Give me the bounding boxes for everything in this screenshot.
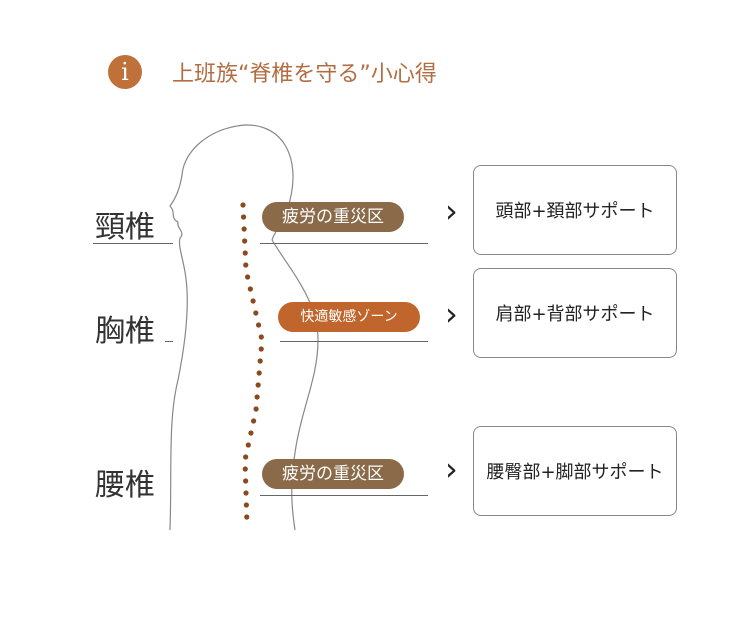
spine-dot xyxy=(256,370,262,376)
divider xyxy=(93,243,173,244)
spine-dot xyxy=(242,250,248,256)
spine-dot xyxy=(247,286,253,292)
spine-dot xyxy=(245,442,251,448)
spine-dot xyxy=(258,346,264,352)
spine-dot xyxy=(250,418,257,424)
spine-dot xyxy=(255,322,262,328)
spine-dot xyxy=(244,514,250,520)
chevron-right-icon: › xyxy=(445,295,458,333)
divider xyxy=(165,341,173,342)
support-box-thoracic: 肩部+背部サポート xyxy=(473,268,677,358)
divider xyxy=(260,243,428,244)
spine-dot xyxy=(243,502,249,508)
chevron-right-icon: › xyxy=(445,450,458,488)
chevron-right-icon: › xyxy=(445,192,458,230)
spine-dot xyxy=(240,202,246,208)
page-title: 上班族“脊椎を守る”小心得 xyxy=(172,62,437,87)
spine-dot xyxy=(242,466,248,472)
tag-thoracic: 快適敏感ゾーン xyxy=(278,302,420,332)
spine-dot xyxy=(250,298,256,304)
spine-dot xyxy=(253,406,259,412)
label-lumbar: 腰椎 xyxy=(95,468,155,503)
tag-cervical: 疲労の重災区 xyxy=(262,202,404,232)
divider xyxy=(260,495,428,496)
spine-dot xyxy=(243,454,249,460)
spine-dot xyxy=(243,262,249,268)
spine-dot xyxy=(245,274,251,280)
spine-dot xyxy=(248,430,254,436)
info-icon: i xyxy=(108,55,142,89)
tag-lumbar: 疲労の重災区 xyxy=(262,459,404,489)
support-box-lumbar: 腰臀部+脚部サポート xyxy=(473,426,677,516)
spine-dot xyxy=(257,358,263,364)
label-cervical: 頸椎 xyxy=(95,210,155,245)
spine-dot xyxy=(255,382,261,388)
divider xyxy=(280,341,428,342)
spine-dot xyxy=(241,226,247,232)
spine-dot xyxy=(258,334,264,340)
spine-dot xyxy=(242,238,248,244)
spine-dot xyxy=(253,310,259,316)
support-box-cervical: 頭部+頚部サポート xyxy=(473,165,677,255)
spine-dot xyxy=(243,490,249,496)
spine-dot xyxy=(254,394,260,400)
label-thoracic: 胸椎 xyxy=(95,314,155,349)
spine-dot xyxy=(243,478,249,484)
spine-dot xyxy=(240,214,247,220)
